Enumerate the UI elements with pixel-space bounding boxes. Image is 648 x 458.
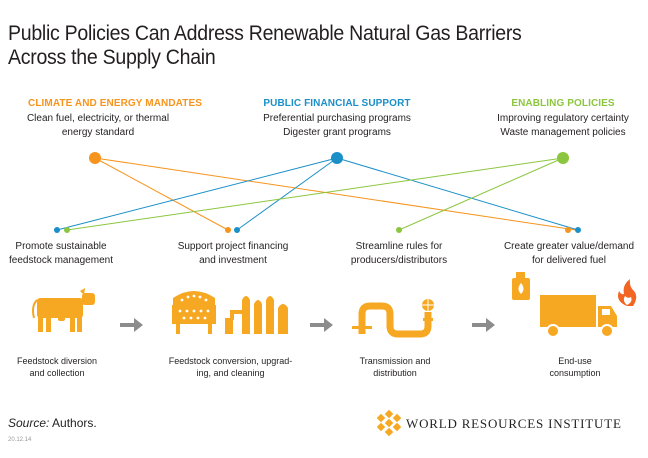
fuel-canister-icon — [512, 272, 530, 300]
category-heading-financial: PUBLIC FINANCIAL SUPPORT — [263, 98, 411, 109]
dot-streamline-green — [396, 227, 402, 233]
node-climate — [89, 152, 101, 164]
node-financial — [331, 152, 343, 164]
title-line-1: Public Policies Can Address Renewable Na… — [8, 22, 522, 45]
category-financial-line-1: Preferential purchasing programs — [263, 113, 411, 124]
barrier-feedstock-line-2: feedstock management — [9, 255, 113, 266]
barrier-demand-line-1: Create greater value/demand — [503, 241, 635, 252]
connector-blue-to-financing — [236, 157, 338, 231]
node-enabling — [557, 152, 569, 164]
source-note: Source: Authors. — [8, 416, 97, 430]
dot-financing-blue — [234, 227, 240, 233]
digester-bubbles — [178, 294, 210, 320]
stage-2-line-2: ing, and cleaning — [196, 368, 265, 378]
stage-3-line-1: Transmission and — [359, 356, 431, 366]
connector-orange-to-feedstock-mgmt — [94, 157, 229, 231]
arrow-2-icon — [310, 318, 333, 332]
flame-icon — [618, 279, 637, 306]
stage-1-line-2: and collection — [29, 368, 85, 378]
arrow-3-icon — [472, 318, 495, 332]
category-text-financial: Preferential purchasing programs Digeste… — [247, 112, 427, 140]
stage-feedstock-conversion: Feedstock conversion, upgrad- ing, and c… — [158, 355, 303, 379]
barrier-feedstock-management: Promote sustainable feedstock management — [0, 240, 122, 268]
stage-transmission: Transmission and distribution — [345, 355, 445, 379]
category-heading-climate: CLIMATE AND ENERGY MANDATES — [28, 98, 202, 109]
stage-1-line-1: Feedstock diversion — [16, 356, 98, 366]
dot-feedstock-green — [64, 227, 70, 233]
category-enabling-line-1: Improving regulatory certainty — [497, 113, 629, 124]
category-enabling-line-2: Waste management policies — [500, 127, 626, 138]
connector-green-to-feedstock — [66, 157, 564, 231]
stage-feedstock-diversion: Feedstock diversion and collection — [2, 355, 112, 379]
dot-demand-blue — [575, 227, 581, 233]
connector-blue-to-demand — [336, 157, 579, 231]
stage-3-line-2: distribution — [373, 368, 417, 378]
source-label: Source: — [8, 416, 50, 430]
barrier-feedstock-line-1: Promote sustainable — [15, 241, 107, 252]
barrier-value-demand: Create greater value/demand for delivere… — [494, 240, 644, 268]
cow-icon — [32, 288, 95, 332]
dot-demand-orange — [565, 227, 571, 233]
wri-logo-mark — [376, 409, 402, 437]
page-title: Public Policies Can Address Renewable Na… — [8, 22, 585, 70]
barrier-financing-line-1: Support project financing — [177, 241, 289, 252]
barrier-project-financing: Support project financing and investment — [158, 240, 308, 268]
title-line-2: Across the Supply Chain — [8, 46, 216, 69]
stage-4-line-2: consumption — [549, 368, 601, 378]
digester-icon — [172, 291, 288, 334]
category-heading-enabling: ENABLING POLICIES — [511, 98, 615, 109]
barrier-streamline-rules: Streamline rules for producers/distribut… — [334, 240, 464, 268]
connector-green-to-streamline — [398, 157, 564, 231]
truck-icon — [540, 295, 617, 338]
source-value: Authors. — [49, 416, 97, 430]
pipeline-valve-icon — [352, 299, 434, 329]
stage-end-use: End-use consumption — [525, 355, 625, 379]
category-financial-line-2: Digester grant programs — [283, 127, 391, 138]
barrier-streamline-line-2: producers/distributors — [350, 255, 448, 266]
barrier-demand-line-2: for delivered fuel — [532, 255, 606, 266]
connector-orange-to-demand — [94, 157, 577, 231]
connector-blue-to-feedstock — [56, 157, 338, 231]
category-climate-line-1: Clean fuel, electricity, or thermal — [26, 113, 170, 124]
dot-feedstock-blue — [54, 227, 60, 233]
pipeline-icon — [358, 302, 432, 338]
organization-name: WORLD RESOURCES INSTITUTE — [406, 416, 622, 431]
category-text-climate: Clean fuel, electricity, or thermal ener… — [18, 112, 178, 140]
barrier-financing-line-2: and investment — [199, 255, 267, 266]
arrow-1-icon — [120, 318, 143, 332]
stage-4-line-1: End-use — [558, 356, 592, 366]
stage-2-line-1: Feedstock conversion, upgrad- — [168, 356, 293, 366]
dot-financing-orange — [225, 227, 231, 233]
figure-code: 20.12.14 — [8, 437, 32, 443]
category-text-enabling: Improving regulatory certainty Waste man… — [478, 112, 648, 140]
barrier-streamline-line-1: Streamline rules for — [355, 241, 443, 252]
category-climate-line-2: energy standard — [61, 127, 135, 138]
